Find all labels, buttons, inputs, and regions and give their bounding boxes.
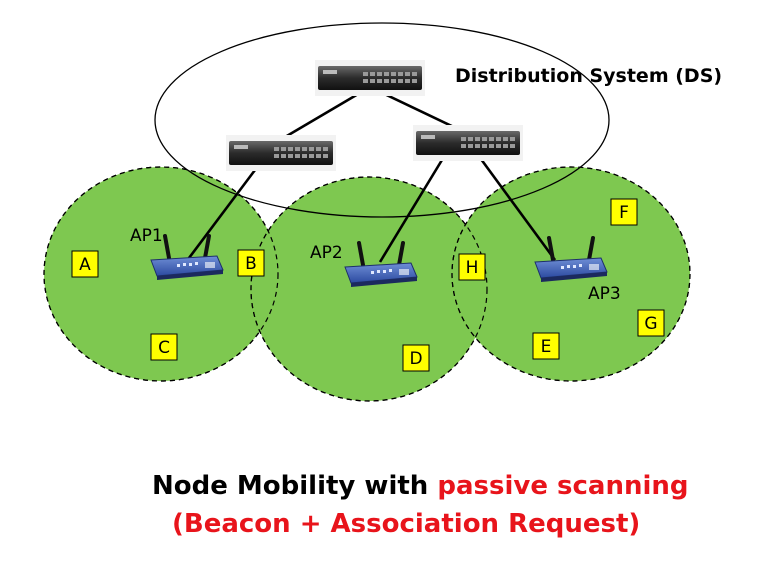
caption-prefix: Node Mobility with bbox=[152, 471, 438, 501]
svg-text:F: F bbox=[619, 203, 629, 223]
node-f: F bbox=[610, 198, 638, 226]
node-a: A bbox=[71, 250, 99, 278]
distribution-system-ellipse bbox=[154, 22, 610, 218]
ds-label: Distribution System (DS) bbox=[455, 65, 722, 87]
node-d: D bbox=[402, 344, 430, 372]
svg-text:E: E bbox=[541, 337, 552, 357]
bss-cell-2 bbox=[250, 176, 488, 402]
ap2-label: AP2 bbox=[310, 243, 343, 263]
svg-text:A: A bbox=[79, 255, 91, 275]
node-g: G bbox=[637, 309, 665, 337]
switch-core-icon bbox=[315, 60, 425, 96]
svg-text:H: H bbox=[466, 258, 479, 278]
ap1-label: AP1 bbox=[130, 226, 163, 246]
ap3-label: AP3 bbox=[588, 284, 621, 304]
switch-right-icon bbox=[413, 125, 523, 161]
node-h: H bbox=[458, 253, 486, 281]
caption-highlight: passive scanning bbox=[437, 471, 689, 501]
caption-line-1: Node Mobility with passive scanning bbox=[152, 468, 689, 504]
caption-line-2: (Beacon + Association Request) bbox=[172, 509, 641, 539]
svg-text:B: B bbox=[245, 254, 257, 274]
svg-text:C: C bbox=[158, 338, 170, 358]
node-e: E bbox=[532, 332, 560, 360]
svg-text:D: D bbox=[409, 349, 422, 369]
svg-text:G: G bbox=[644, 314, 657, 334]
switch-left-icon bbox=[226, 135, 336, 171]
node-b: B bbox=[237, 249, 265, 277]
node-c: C bbox=[150, 333, 178, 361]
